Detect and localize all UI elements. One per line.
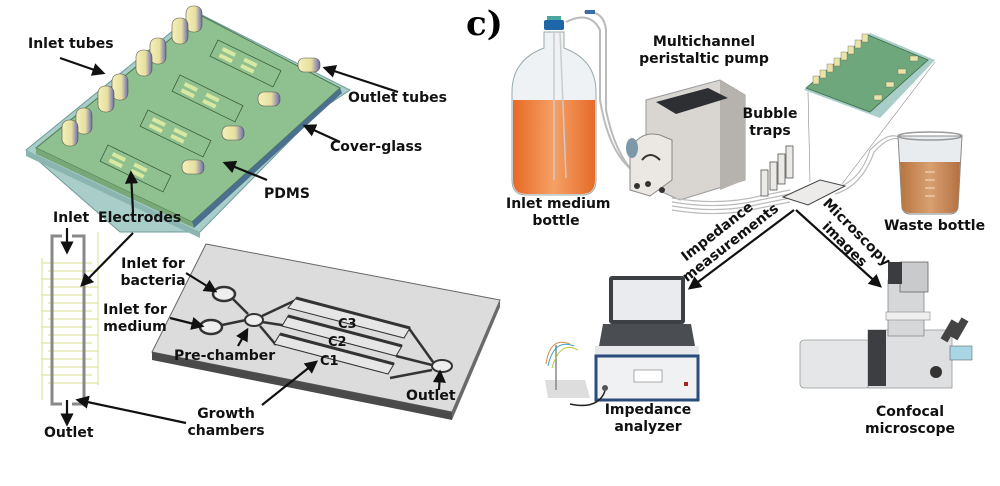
label-line: medium <box>103 319 167 335</box>
inlet-tubes <box>61 5 203 147</box>
arrow-inlet-bacteria <box>185 272 218 293</box>
label-outlet-chamber: Outlet <box>406 388 456 404</box>
chamber-c3-label: C3 <box>338 317 357 332</box>
arrow-cover-glass <box>302 124 341 144</box>
label-growth-chambers: Growth chambers <box>186 406 266 440</box>
inlet-bacteria-well <box>211 285 237 303</box>
arrow-electrodes-2d <box>80 232 134 287</box>
label-pdms: PDMS <box>264 186 310 202</box>
label-line: Confocal <box>875 404 945 420</box>
inlet-medium-bottle <box>511 10 643 196</box>
label-electrodes: Electrodes <box>98 210 182 226</box>
label-line: Inlet for <box>103 302 167 318</box>
arrow-microscopy-images <box>795 209 882 288</box>
bubble-traps <box>760 145 794 197</box>
label-line: Inlet medium <box>506 196 611 212</box>
label-pump: Multichannel peristaltic pump <box>634 34 774 68</box>
label-outlet-tubes: Outlet tubes <box>348 90 447 106</box>
arrow-growth-chambers <box>261 360 319 406</box>
inlet-medium-well <box>198 318 224 336</box>
zoom-lines <box>807 61 936 185</box>
waste-bottle <box>897 131 963 215</box>
chip-3d-illustration <box>25 5 399 238</box>
impedance-analyzer <box>545 276 700 407</box>
arrow-inlet-medium <box>169 316 205 330</box>
label-cover-glass: Cover-glass <box>330 139 423 155</box>
arrow-impedance-measurements <box>687 209 795 290</box>
chamber-c2-label: C2 <box>328 335 347 350</box>
label-inlet-for-bacteria: Inlet for bacteria <box>118 256 188 290</box>
label-inlet-tubes: Inlet tubes <box>28 36 114 52</box>
label-line: Inlet for <box>121 256 185 272</box>
label-pre-chamber: Pre-chamber <box>174 348 276 364</box>
label-line: Bubble <box>742 106 798 122</box>
label-line: Growth <box>197 406 255 422</box>
label-confocal-microscope: Confocal microscope <box>860 404 960 438</box>
label-line: peristaltic pump <box>639 51 769 67</box>
channel-schematic <box>41 228 187 427</box>
label-line: chambers <box>187 423 265 439</box>
label-inlet-for-medium: Inlet for medium <box>100 302 170 336</box>
peristaltic-pump <box>626 79 746 201</box>
label-line: bottle <box>532 213 580 229</box>
label-inlet: Inlet <box>53 210 90 226</box>
label-outlet-left: Outlet <box>44 425 94 441</box>
arrow-inlet-tubes <box>59 56 106 76</box>
arrow-pre-chamber <box>236 327 249 347</box>
label-line: analyzer <box>614 419 682 435</box>
outlet-tubes <box>181 57 321 175</box>
chamber-design: C3 C2 C1 <box>151 243 501 420</box>
chip-inset <box>804 33 935 118</box>
chamber-c1-label: C1 <box>320 354 339 369</box>
arrow-pdms <box>222 160 268 182</box>
arrow-outlet-tubes <box>322 65 399 94</box>
outlet-well <box>431 359 453 373</box>
label-line: microscope <box>865 421 955 437</box>
arrow-growth-chambers-left <box>75 395 187 425</box>
label-bubble-traps: Bubble traps <box>740 106 800 140</box>
electrode-fingers <box>41 232 99 400</box>
arrow-electrodes-3d <box>124 170 139 213</box>
chip-small <box>781 179 847 206</box>
arrow-outlet-chamber <box>432 369 447 391</box>
panel-label: c) <box>466 4 503 44</box>
label-waste-bottle: Waste bottle <box>884 218 986 234</box>
label-line: bacteria <box>120 273 186 289</box>
label-impedance-analyzer: Impedance analyzer <box>598 402 698 436</box>
growth-channel <box>50 234 86 406</box>
label-line: traps <box>749 123 791 139</box>
pre-chamber-well <box>244 313 264 327</box>
confocal-microscope <box>799 261 973 389</box>
tubing <box>671 135 903 215</box>
chip-chambers <box>99 39 282 193</box>
label-line: Multichannel <box>652 34 756 50</box>
growth-chambers-3d <box>273 296 411 375</box>
label-line: Impedance <box>604 402 692 418</box>
label-inlet-medium-bottle: Inlet medium bottle <box>506 196 611 230</box>
